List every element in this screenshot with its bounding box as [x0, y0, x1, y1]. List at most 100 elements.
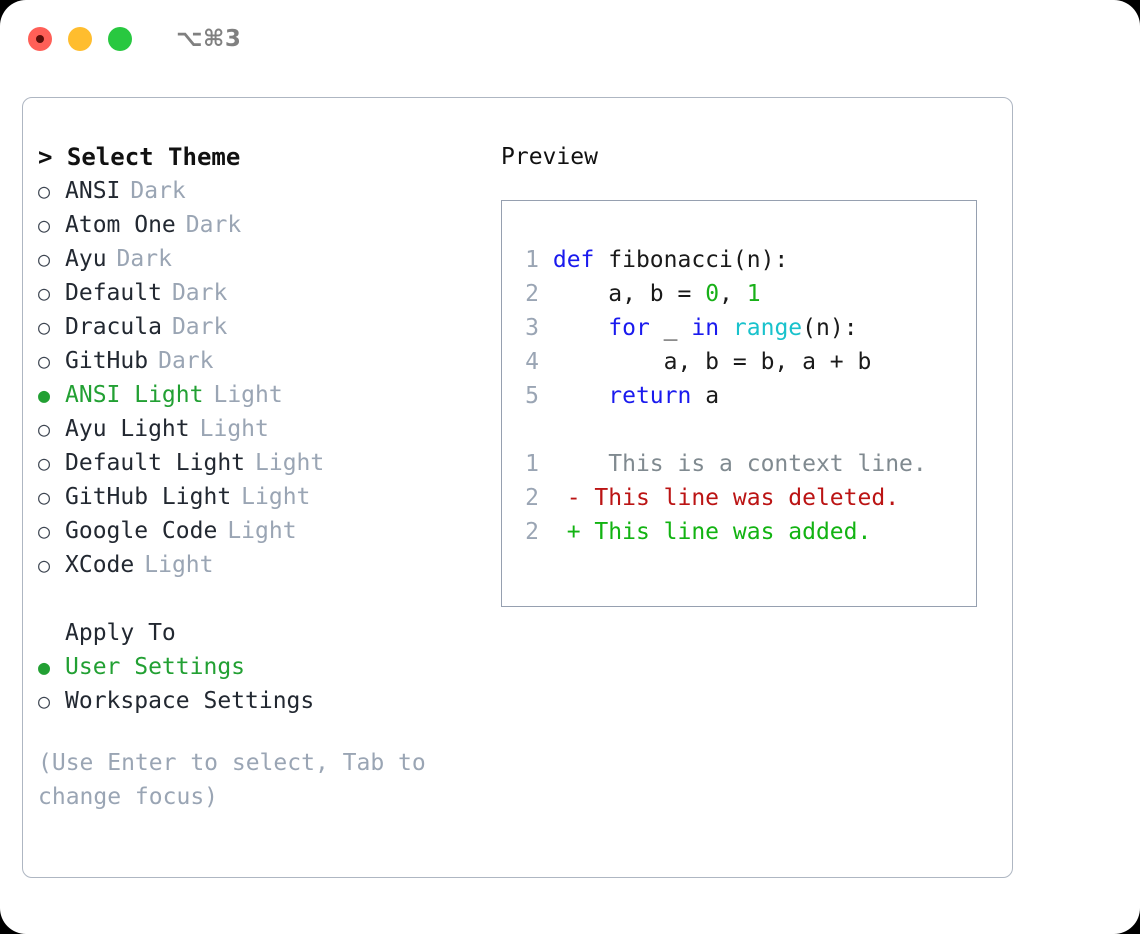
- theme-variant-badge: Dark: [116, 246, 172, 272]
- diff-marker: -: [566, 485, 581, 511]
- diff-marker: +: [566, 519, 581, 545]
- radio-unselected-icon: ○: [38, 485, 51, 509]
- preview-column: Preview 1 def fibonacci(n):2 a, b = 0, 1…: [501, 140, 996, 607]
- theme-option-github-light[interactable]: ○ GitHub Light Light: [38, 480, 488, 514]
- theme-option-label: Ayu Light: [65, 416, 190, 442]
- theme-option-label: Default: [65, 280, 162, 306]
- diff-text: This is a context line.: [580, 451, 927, 477]
- code-token-kw: in: [691, 315, 720, 341]
- apply-to-option-workspace-settings[interactable]: ○ Workspace Settings: [38, 684, 488, 718]
- close-button[interactable]: [28, 27, 52, 51]
- code-token-kw: def: [552, 247, 595, 273]
- theme-option-label: ANSI: [65, 178, 121, 204]
- theme-option-label: Atom One: [65, 212, 176, 238]
- code-token-plain: ,: [719, 281, 747, 307]
- code-token-plain: [719, 315, 733, 341]
- theme-option-github[interactable]: ○ GitHub Dark: [38, 344, 488, 378]
- theme-variant-badge: Light: [227, 518, 297, 544]
- radio-unselected-icon: ○: [38, 689, 51, 713]
- line-number: 4: [525, 349, 539, 375]
- code-token-kw: return: [608, 383, 692, 409]
- code-line: 1 def fibonacci(n):: [515, 243, 927, 277]
- code-blank-line: [515, 413, 927, 447]
- theme-variant-badge: Light: [241, 484, 311, 510]
- keyboard-hint-text: (Use Enter to select, Tab to change focu…: [38, 750, 426, 810]
- theme-variant-badge: Dark: [158, 348, 214, 374]
- title-bar: ⌥⌘3: [0, 0, 1140, 78]
- apply-to-heading: Apply To: [65, 620, 176, 646]
- theme-option-google-code[interactable]: ○ Google Code Light: [38, 514, 488, 548]
- theme-option-label: Ayu: [65, 246, 107, 272]
- code-token-plain: a, b =: [552, 281, 706, 307]
- theme-variant-badge: Dark: [171, 280, 228, 306]
- code-line: 3 for _ in range(n):: [515, 311, 927, 345]
- theme-option-label: GitHub Light: [65, 484, 232, 510]
- theme-option-label: XCode: [65, 552, 135, 578]
- radio-unselected-icon: ○: [38, 553, 51, 577]
- window-controls: [28, 27, 132, 51]
- line-number: 1: [525, 247, 539, 273]
- theme-variant-badge: Dark: [185, 212, 242, 238]
- code-token-plain: (n):: [802, 315, 858, 341]
- preview-header: Preview: [501, 144, 598, 170]
- radio-unselected-icon: ○: [38, 451, 51, 475]
- diff-marker: [567, 451, 581, 477]
- code-token-kw: for: [608, 315, 650, 341]
- line-number: 3: [525, 315, 539, 341]
- diff-line-del: 2 - This line was deleted.: [515, 481, 927, 515]
- select-theme-header: > Select Theme: [38, 143, 241, 171]
- apply-to-option-label: Workspace Settings: [65, 688, 315, 714]
- theme-option-default[interactable]: ○ Default Dark: [38, 276, 488, 310]
- code-token-plain: [553, 383, 608, 409]
- apply-to-list: ● User Settings ○ Workspace Settings: [38, 650, 488, 718]
- list-spacer: [38, 582, 488, 616]
- theme-option-xcode[interactable]: ○ XCode Light: [38, 548, 488, 582]
- theme-option-label: ANSI Light: [65, 382, 204, 408]
- code-line: 4 a, b = b, a + b: [515, 345, 927, 379]
- theme-variant-badge: Dark: [130, 178, 186, 204]
- line-number: 5: [525, 383, 539, 409]
- code-token-num: 1: [746, 281, 761, 307]
- diff-line-ctx: 1 This is a context line.: [515, 447, 927, 481]
- radio-selected-icon: ●: [38, 383, 51, 407]
- theme-variant-badge: Light: [255, 450, 325, 476]
- line-number: 1: [525, 451, 539, 477]
- code-token-plain: _: [649, 315, 692, 341]
- code-token-plain: a, b = b, a + b: [552, 349, 872, 375]
- theme-variant-badge: Light: [144, 552, 214, 578]
- radio-unselected-icon: ○: [38, 349, 51, 373]
- radio-unselected-icon: ○: [38, 519, 51, 543]
- minimize-button[interactable]: [68, 27, 92, 51]
- diff-line-add: 2 + This line was added.: [515, 515, 927, 549]
- diff-text: This line was added.: [580, 519, 872, 545]
- code-line: 2 a, b = 0, 1: [515, 277, 927, 311]
- theme-option-label: GitHub: [65, 348, 149, 374]
- theme-variant-badge: Light: [199, 416, 269, 442]
- radio-unselected-icon: ○: [38, 281, 51, 305]
- theme-option-label: Default Light: [65, 450, 246, 476]
- theme-variant-badge: Dark: [171, 314, 228, 340]
- code-token-plain: [553, 315, 608, 341]
- diff-text: This line was deleted.: [580, 485, 900, 511]
- code-line: 5 return a: [515, 379, 927, 413]
- zoom-button[interactable]: [108, 27, 132, 51]
- apply-to-option-user-settings[interactable]: ● User Settings: [38, 650, 488, 684]
- line-number: 2: [525, 519, 539, 545]
- radio-selected-icon: ●: [38, 655, 51, 679]
- theme-option-label: Google Code: [65, 518, 218, 544]
- code-token-bi: range: [732, 315, 803, 341]
- apply-to-option-label: User Settings: [65, 654, 246, 680]
- theme-option-default-light[interactable]: ○ Default Light Light: [38, 446, 488, 480]
- theme-option-label: Dracula: [65, 314, 162, 340]
